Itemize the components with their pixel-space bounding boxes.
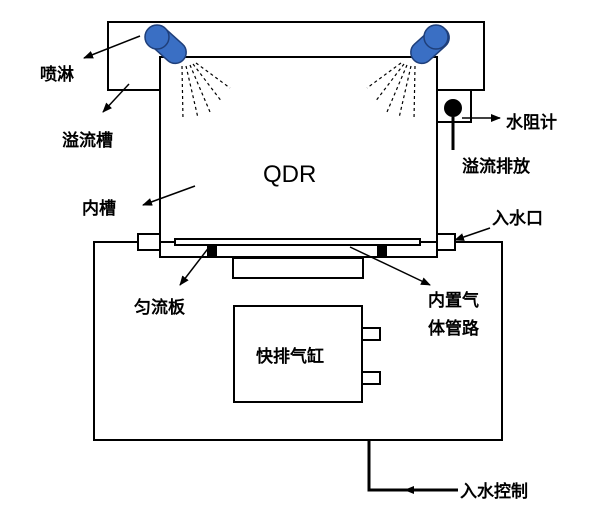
flow-plate-support-right <box>377 245 387 256</box>
cylinder-port-top <box>361 327 381 341</box>
flow-plate <box>174 238 421 246</box>
label-inner-tank: 内槽 <box>82 198 116 219</box>
label-water-inlet: 入水口 <box>492 208 543 229</box>
flow-plate-support-left <box>207 245 217 256</box>
spray-nozzle-right <box>410 24 450 65</box>
resistivity-meter-sensor <box>444 99 462 117</box>
water-inlet-arrow <box>454 227 491 241</box>
diagram-title: QDR <box>263 161 316 188</box>
overflow-trough-arrow <box>102 83 130 113</box>
water-inlet-right <box>436 233 456 251</box>
label-inlet-control: 入水控制 <box>460 481 528 502</box>
label-spray: 喷淋 <box>40 64 74 85</box>
water-inlet-left <box>137 233 161 251</box>
spray-pattern-left <box>181 62 231 121</box>
inlet-control-pipe <box>367 440 458 492</box>
spray-arrow <box>83 35 141 59</box>
quick-drain-cylinder <box>233 305 363 403</box>
inner-tank-arrow <box>142 185 196 206</box>
label-overflow-trough: 溢流槽 <box>62 130 113 151</box>
label-quick-drain-cylinder: 快排气缸 <box>256 346 324 367</box>
label-flow-plate: 匀流板 <box>134 297 186 318</box>
inner-tank <box>159 56 438 258</box>
label-gas-pipe-line1: 内置气 <box>428 290 479 311</box>
spray-pattern-right <box>366 62 416 121</box>
label-water-resistivity-meter: 水阻计 <box>506 112 557 133</box>
flow-plate-arrow <box>179 245 211 286</box>
label-gas-pipe-line2: 体管路 <box>428 318 480 339</box>
cylinder-port-bottom <box>361 371 381 385</box>
quick-drain-valve <box>232 257 364 279</box>
label-overflow-drain: 溢流排放 <box>462 156 531 177</box>
spray-nozzle-left <box>144 24 187 65</box>
gas-pipe-arrow <box>349 246 431 286</box>
